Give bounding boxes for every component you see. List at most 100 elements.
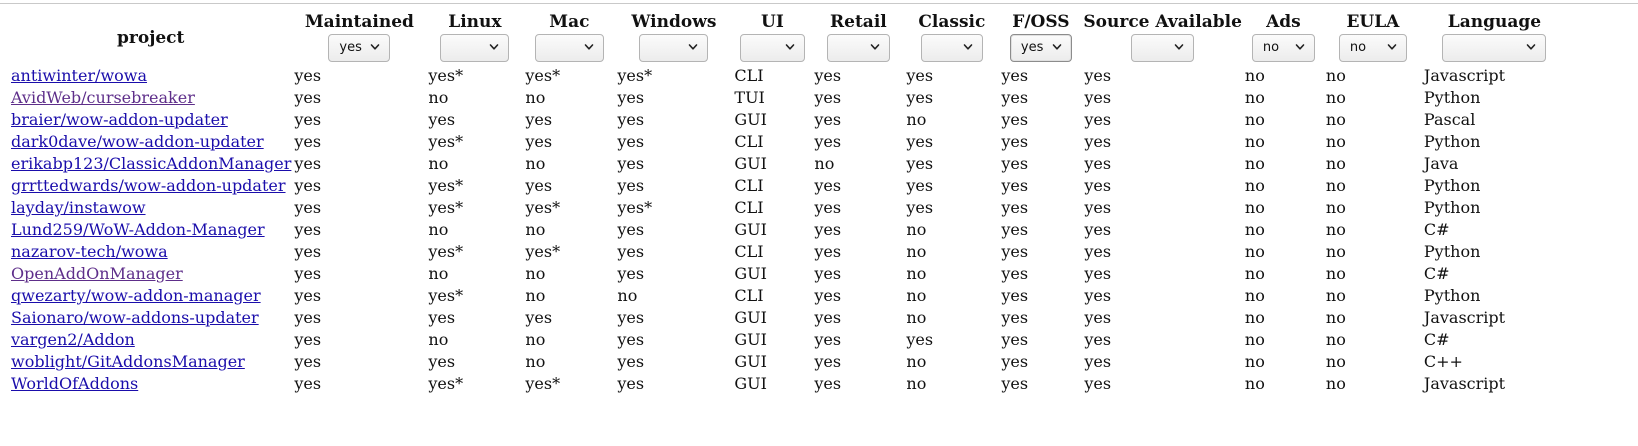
cell-ads: no (1244, 154, 1265, 173)
project-link[interactable]: dark0dave/wow-addon-updater (11, 132, 264, 151)
cell-mac: no (525, 88, 546, 107)
cell-ui: CLI (734, 198, 764, 217)
project-link[interactable]: layday/instawow (11, 198, 146, 217)
cell-classic: yes (906, 154, 934, 173)
cell-ads: no (1244, 374, 1265, 393)
cell-classic: yes (906, 176, 934, 195)
cell-source-available: yes (1084, 66, 1112, 85)
chevron-down-icon (785, 42, 795, 52)
cell-retail: yes (814, 198, 842, 217)
project-link[interactable]: Lund259/WoW-Addon-Manager (11, 220, 265, 239)
cell-language: Python (1423, 88, 1481, 107)
cell-mac: no (525, 286, 546, 305)
header-label-windows: Windows (631, 12, 717, 32)
cell-foss: yes (1001, 198, 1029, 217)
cell-linux: yes (428, 352, 456, 371)
cell-language: Python (1423, 242, 1481, 261)
chevron-down-icon (370, 42, 380, 52)
cell-windows: yes* (617, 198, 653, 217)
cell-ui: GUI (734, 352, 767, 371)
cell-mac: no (525, 154, 546, 173)
cell-eula: no (1325, 110, 1346, 129)
cell-eula: no (1325, 132, 1346, 151)
cell-language: Pascal (1423, 110, 1476, 129)
cell-retail: yes (814, 330, 842, 349)
cell-classic: yes (906, 198, 934, 217)
filter-select-source-available[interactable] (1131, 34, 1195, 62)
project-link[interactable]: vargen2/Addon (11, 330, 135, 349)
filter-select-classic[interactable] (920, 34, 983, 62)
project-link[interactable]: OpenAddOnManager (11, 264, 183, 283)
cell-ads: no (1244, 220, 1265, 239)
cell-classic: no (906, 264, 927, 283)
cell-foss: yes (1001, 110, 1029, 129)
cell-linux: yes* (428, 198, 464, 217)
cell-classic: yes (906, 132, 934, 151)
cell-eula: no (1325, 352, 1346, 371)
cell-windows: yes (617, 88, 645, 107)
cell-ui: TUI (734, 88, 765, 107)
header-ui: UI (732, 11, 812, 65)
filter-select-mac[interactable] (534, 34, 604, 62)
cell-linux: yes* (428, 176, 464, 195)
cell-mac: yes* (525, 66, 561, 85)
cell-eula: no (1325, 198, 1346, 217)
project-link[interactable]: braier/wow-addon-updater (11, 110, 228, 129)
project-link[interactable]: antiwinter/wowa (11, 66, 148, 85)
project-link[interactable]: woblight/GitAddonsManager (11, 352, 245, 371)
table-body: antiwinter/wowa yes yes* yes* yes* CLI yes yes y… (9, 65, 1567, 395)
filter-select-language[interactable] (1442, 34, 1547, 62)
filter-select-ui[interactable] (739, 34, 805, 62)
cell-windows: yes (617, 220, 645, 239)
filter-select-windows[interactable] (639, 34, 709, 62)
cell-maintained: yes (294, 110, 322, 129)
project-cell: AvidWeb/cursebreaker (9, 87, 292, 109)
cell-ads: no (1244, 66, 1265, 85)
filter-select-maintained[interactable]: yes (328, 34, 391, 62)
cell-foss: yes (1001, 330, 1029, 349)
project-link[interactable]: grrttedwards/wow-addon-updater (11, 176, 286, 195)
cell-ads: no (1244, 110, 1265, 129)
cell-maintained: yes (294, 242, 322, 261)
cell-retail: yes (814, 352, 842, 371)
cell-classic: no (906, 110, 927, 129)
project-link[interactable]: qwezarty/wow-addon-manager (11, 286, 261, 305)
project-link[interactable]: nazarov-tech/wowa (11, 242, 168, 261)
chevron-down-icon (1387, 42, 1397, 52)
cell-source-available: yes (1084, 132, 1112, 151)
cell-eula: no (1325, 88, 1346, 107)
filter-select-foss[interactable]: yes (1009, 34, 1072, 62)
cell-maintained: yes (294, 286, 322, 305)
cell-eula: no (1325, 330, 1346, 349)
project-link[interactable]: WorldOfAddons (11, 374, 139, 393)
cell-classic: no (906, 242, 927, 261)
project-link[interactable]: AvidWeb/cursebreaker (11, 88, 195, 107)
cell-foss: yes (1001, 88, 1029, 107)
cell-foss: yes (1001, 132, 1029, 151)
header-retail: Retail (812, 11, 904, 65)
project-link[interactable]: erikabp123/ClassicAddonManager (11, 154, 292, 173)
project-link[interactable]: Saionaro/wow-addons-updater (11, 308, 259, 327)
cell-retail: yes (814, 374, 842, 393)
cell-classic: no (906, 374, 927, 393)
cell-classic: yes (906, 66, 934, 85)
filter-select-retail[interactable] (826, 34, 890, 62)
cell-classic: no (906, 220, 927, 239)
filter-select-ads[interactable]: no (1251, 34, 1315, 62)
top-border (0, 3, 1638, 4)
cell-eula: no (1325, 374, 1346, 393)
cell-maintained: yes (294, 220, 322, 239)
cell-language: Python (1423, 176, 1481, 195)
cell-linux: yes* (428, 286, 464, 305)
cell-eula: no (1325, 242, 1346, 261)
header-label-ui: UI (761, 12, 784, 32)
filter-select-linux[interactable] (440, 34, 510, 62)
filter-select-eula[interactable]: no (1338, 34, 1407, 62)
project-cell: OpenAddOnManager (9, 263, 292, 285)
